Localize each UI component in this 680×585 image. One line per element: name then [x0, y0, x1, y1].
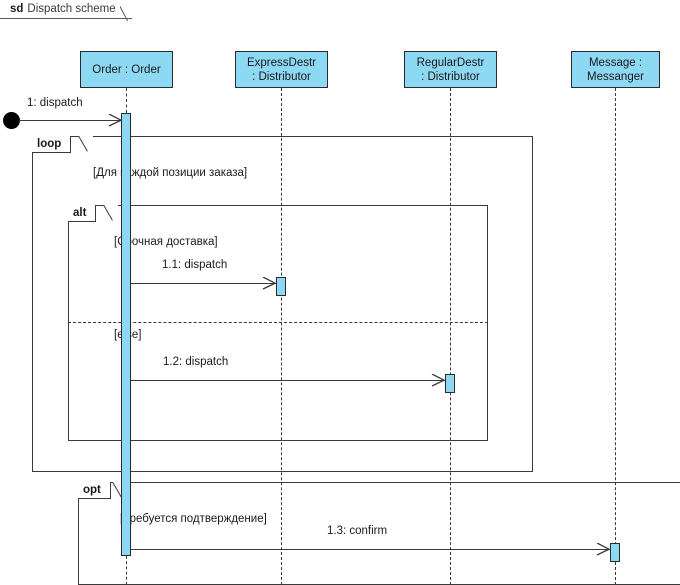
message-line-1-3[interactable] — [131, 549, 610, 550]
lifeline-stem-order — [126, 88, 127, 113]
fragment-opt-operator-tab: opt — [78, 482, 111, 499]
lifeline-label-message-line2: Messanger — [587, 70, 644, 83]
fragment-opt-guard: [Требуется подтверждение] — [120, 513, 267, 525]
lifeline-head-regulardestr[interactable]: RegularDestr : Distributor — [404, 51, 497, 88]
message-label-1: 1: dispatch — [27, 97, 83, 109]
message-label-1-2: 1.2: dispatch — [163, 356, 229, 368]
fragment-alt-guard-1: [Срочная доставка] — [114, 236, 218, 248]
lifeline-stem-message — [615, 88, 616, 585]
message-label-1-1: 1.1: dispatch — [162, 259, 228, 271]
fragment-alt-tab-corner — [103, 205, 118, 223]
lifeline-label-regulardestr-line2: : Distributor — [421, 70, 480, 83]
lifeline-label-message-line1: Message : — [588, 56, 643, 69]
activation-bar-message[interactable] — [610, 543, 620, 562]
message-line-1[interactable] — [19, 120, 122, 121]
lifeline-stem-expressdestr — [281, 88, 282, 585]
fragment-alt[interactable] — [68, 205, 488, 441]
lifeline-label-regulardestr-line1: RegularDestr — [416, 56, 485, 69]
activation-bar-expressdestr[interactable] — [276, 277, 286, 296]
diagram-frame-header: sd Dispatch scheme — [0, 0, 138, 21]
fragment-loop-operator-tab: loop — [32, 136, 72, 153]
lifeline-label-expressdestr-line1: ExpressDestr — [246, 56, 317, 69]
message-label-1-3: 1.3: confirm — [327, 525, 388, 537]
arrow-head-icon-1-2 — [431, 374, 445, 387]
lifeline-head-order[interactable]: Order : Order — [80, 51, 173, 88]
lifeline-label-order-line1: Order : Order — [92, 63, 161, 76]
frame-header-corner — [120, 0, 140, 21]
fragment-alt-operator: alt — [73, 207, 87, 219]
lifeline-label-expressdestr-line2: : Distributor — [252, 70, 311, 83]
fragment-loop[interactable] — [32, 136, 533, 472]
lifeline-stem-regulardestr — [450, 88, 451, 585]
arrow-head-icon-1-3 — [596, 543, 610, 556]
message-line-1-1[interactable] — [131, 283, 276, 284]
fragment-loop-operator: loop — [37, 138, 62, 150]
fragment-opt-operator: opt — [83, 484, 101, 496]
lifeline-stem-order-lower — [126, 556, 127, 585]
start-node-icon — [3, 112, 20, 129]
lifeline-head-message[interactable]: Message : Messanger — [571, 51, 660, 88]
lifeline-head-expressdestr[interactable]: ExpressDestr : Distributor — [235, 51, 328, 88]
fragment-alt-operator-tab: alt — [68, 205, 97, 222]
frame-keyword: sd — [10, 3, 24, 15]
fragment-alt-divider — [68, 322, 488, 323]
frame-title: Dispatch scheme — [27, 3, 116, 15]
arrow-head-icon-1 — [108, 114, 122, 127]
arrow-head-icon-1-1 — [262, 277, 276, 290]
activation-bar-regulardestr[interactable] — [445, 374, 455, 393]
frame-header-bar: sd Dispatch scheme — [0, 0, 132, 19]
message-line-1-2[interactable] — [131, 380, 445, 381]
fragment-loop-guard: [Для каждой позиции заказа] — [93, 167, 248, 179]
fragment-loop-tab-corner — [78, 136, 93, 154]
activation-bar-order[interactable] — [121, 113, 131, 556]
